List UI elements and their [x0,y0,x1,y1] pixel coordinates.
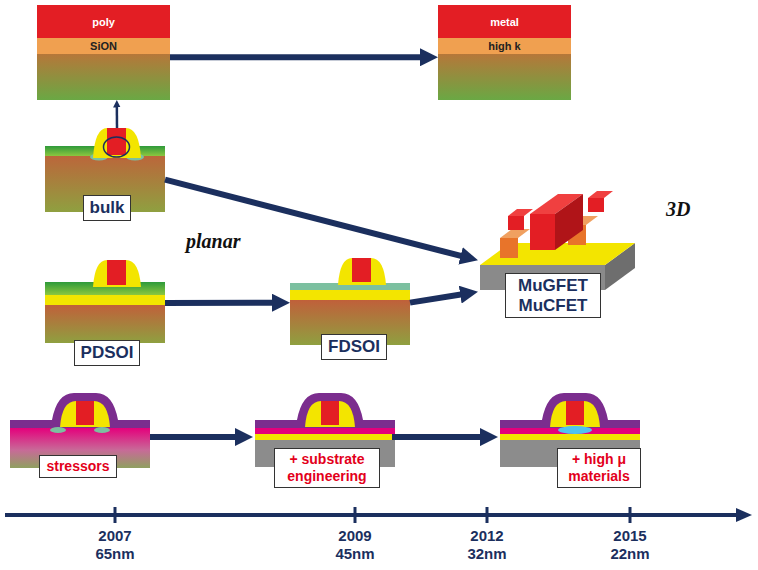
layer-name: high k [488,40,520,52]
mugfet-structure-part [588,191,613,198]
label-box: FDSOI [321,334,387,360]
layer-band: poly [37,5,170,38]
year-label: 2007 [98,527,131,544]
device-box: bulk [45,128,165,222]
device-label: + high μ materials [564,451,634,485]
bulk-transistor-part [107,128,126,155]
flow-arrow [392,434,485,440]
year-label: 2012 [470,527,503,544]
year-label: 2009 [338,527,371,544]
device-box: MuGFET MuCFET [478,185,640,322]
high-mobility-transistor-part [500,434,640,440]
mugfet-structure-part [508,209,533,216]
flow-arrow [165,300,277,306]
label-box: + high μ materials [557,448,641,488]
bulk-transistor-part [93,128,141,158]
device-label: stressors [46,458,109,475]
technique-box: + substrate engineering [253,390,392,497]
high-mobility-transistor-part [500,393,640,428]
substrate-engineering-transistor-part [255,393,395,428]
device-label: FDSOI [328,337,380,357]
timeline-axis-part [114,507,117,523]
mugfet-structure-part [508,216,524,230]
mugfet-structure-part [500,229,530,238]
substrate-engineering-transistor-part [255,434,395,440]
stressor-transistor-part [94,427,110,433]
bulk-transistor-part [104,137,130,157]
device-label: PDSOI [81,343,134,363]
substrate-engineering-transistor-part [255,428,395,434]
year-label: 2015 [613,527,646,544]
fdsoi-transistor-part [290,290,410,300]
pdsoi-transistor [45,260,165,343]
technique-box: stressors [10,390,150,482]
flow-arrow [165,180,466,258]
layer-band: SiON [37,38,170,54]
layer-name: SiON [90,40,117,52]
node-size-label: 22nm [610,545,649,562]
device-box: PDSOI [45,250,165,368]
timeline-axis-part [354,507,357,523]
layer-name: metal [490,16,519,28]
device-label: MuGFET MuCFET [512,276,594,315]
timeline-axis-part [736,508,752,522]
device-label: + substrate engineering [281,451,373,485]
device-label: bulk [90,198,125,218]
node-size-label: 45nm [335,545,374,562]
flow-arrow [116,105,119,128]
mugfet-structure-part [588,198,604,212]
gate-stack: metal high k [438,5,571,100]
pdsoi-transistor-part [45,305,165,343]
pdsoi-transistor-part [45,295,165,305]
label-box: stressors [39,455,116,478]
layer-band: metal [438,5,571,38]
mugfet-structure-part [555,194,583,250]
flow-arrow [150,434,240,440]
gate-stack: polySiON [37,5,170,100]
fdsoi-transistor [290,258,410,345]
label-box: PDSOI [74,340,141,366]
node-size-label: 65nm [95,545,134,562]
flow-arrow [410,294,466,303]
label-box: + substrate engineering [274,448,380,488]
category-label: planar [180,228,246,255]
label-box: MuGFET MuCFET [505,273,601,318]
flow-arrow [170,54,425,60]
layer-band: high k [438,38,571,54]
mugfet-structure-part [530,214,555,250]
device-box: FDSOI [290,250,410,362]
technique-box: + high μ materials [498,390,642,497]
layer-name: poly [92,16,115,28]
timeline-axis [5,507,752,523]
fdsoi-transistor-part [338,258,386,285]
high-mobility-transistor-part [558,426,592,434]
pdsoi-transistor-part [93,260,141,287]
pdsoi-transistor-part [107,260,126,285]
mugfet-structure-part [500,238,518,258]
stressor-transistor-part [50,427,66,433]
label-box: bulk [83,195,132,221]
timeline-axis-part [629,507,632,523]
stressor-transistor-part [10,393,150,428]
fdsoi-transistor-part [352,258,371,282]
timeline-axis-part [486,507,489,523]
node-size-label: 32nm [467,545,506,562]
category-label: 3D [660,196,696,223]
